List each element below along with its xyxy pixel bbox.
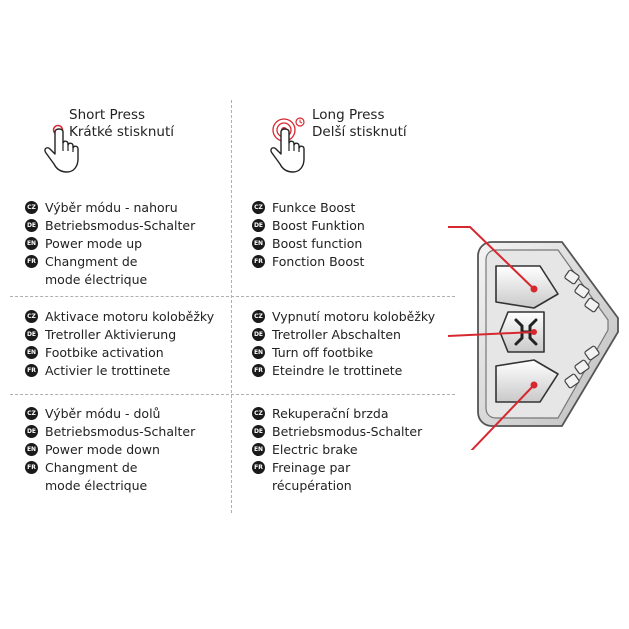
led-4 bbox=[584, 345, 600, 361]
callout-up bbox=[448, 226, 535, 290]
vertical-divider bbox=[231, 100, 232, 513]
short-press-hand-icon bbox=[44, 124, 79, 173]
de-badge: DE bbox=[252, 328, 265, 341]
cz-badge: CZ bbox=[25, 310, 38, 323]
led-6 bbox=[564, 373, 580, 389]
en-badge: EN bbox=[252, 237, 265, 250]
en-badge: EN bbox=[25, 237, 38, 250]
cz-badge: CZ bbox=[252, 407, 265, 420]
fr-badge: FR bbox=[25, 364, 38, 377]
long-press-title: Long Press Delší stisknutí bbox=[312, 107, 407, 140]
divider-1 bbox=[10, 296, 455, 297]
fr-badge: FR bbox=[252, 255, 265, 268]
short-press-title: Short Press Krátké stisknutí bbox=[69, 107, 174, 140]
cz-badge: CZ bbox=[25, 201, 38, 214]
led-3 bbox=[584, 297, 600, 313]
de-badge: DE bbox=[25, 219, 38, 232]
en-badge: EN bbox=[25, 443, 38, 456]
cz-badge: CZ bbox=[25, 407, 38, 420]
fr-badge: FR bbox=[25, 255, 38, 268]
de-badge: DE bbox=[25, 328, 38, 341]
cz-badge: CZ bbox=[252, 310, 265, 323]
led-1 bbox=[564, 269, 580, 285]
fr-badge: FR bbox=[252, 364, 265, 377]
fr-badge: FR bbox=[252, 461, 265, 474]
en-badge: EN bbox=[252, 346, 265, 359]
en-badge: EN bbox=[25, 346, 38, 359]
callout-down bbox=[470, 384, 535, 450]
fr-badge: FR bbox=[25, 461, 38, 474]
cz-badge: CZ bbox=[252, 201, 265, 214]
de-badge: DE bbox=[252, 219, 265, 232]
mode-up-button[interactable] bbox=[495, 265, 559, 309]
de-badge: DE bbox=[252, 425, 265, 438]
controller-illustration bbox=[447, 226, 619, 450]
long-press-hand-icon bbox=[270, 117, 305, 173]
en-badge: EN bbox=[252, 443, 265, 456]
divider-2 bbox=[10, 394, 455, 395]
led-5 bbox=[574, 359, 590, 375]
mode-down-button[interactable] bbox=[495, 359, 559, 403]
callout-power bbox=[447, 331, 535, 337]
de-badge: DE bbox=[25, 425, 38, 438]
led-2 bbox=[574, 283, 590, 299]
